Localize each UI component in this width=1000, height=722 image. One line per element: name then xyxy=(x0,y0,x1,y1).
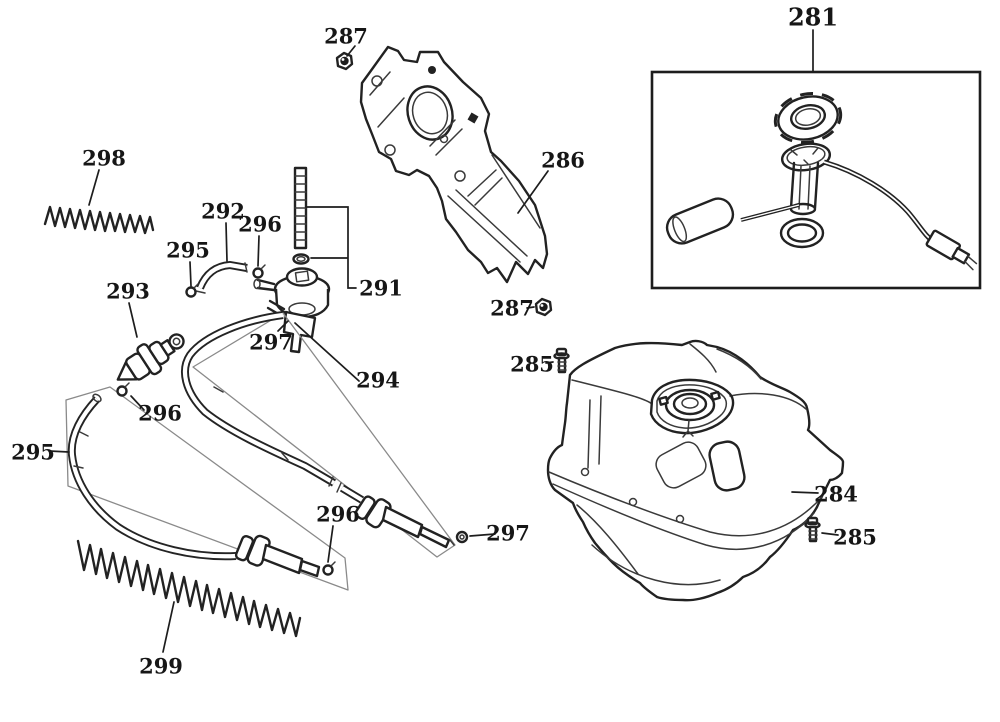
nut-top xyxy=(335,51,354,71)
bolt-right xyxy=(804,516,821,543)
sender-box xyxy=(650,70,982,290)
group-boundary-right xyxy=(192,312,456,558)
part-label-295-left: 295 xyxy=(11,440,55,465)
part-label-286: 286 xyxy=(541,148,585,173)
hose-left xyxy=(67,382,237,561)
part-label-297-valve: 297 xyxy=(249,330,293,355)
spring-large xyxy=(76,539,302,638)
fuel-sender-assembly xyxy=(665,92,978,271)
fuel-valve-assembly xyxy=(253,166,331,354)
part-label-296-bottom: 296 xyxy=(316,502,360,527)
nut-lower xyxy=(534,297,553,317)
part-label-285-left: 285 xyxy=(510,352,554,377)
elbow-hose xyxy=(185,260,266,298)
part-label-294: 294 xyxy=(356,368,400,393)
spring-small xyxy=(43,205,155,235)
part-label-292: 292 xyxy=(201,199,245,224)
part-label-296-mid: 296 xyxy=(138,401,182,426)
leader-lines xyxy=(48,29,839,653)
fuel-tank xyxy=(546,339,845,602)
part-label-281: 281 xyxy=(788,3,838,32)
group-boundary-left xyxy=(65,386,349,591)
part-label-284: 284 xyxy=(814,482,858,507)
part-label-287-top: 287 xyxy=(324,24,368,49)
part-label-298: 298 xyxy=(82,146,126,171)
part-label-291: 291 xyxy=(359,276,403,301)
part-label-293: 293 xyxy=(106,279,150,304)
part-label-296-upper: 296 xyxy=(238,212,282,237)
bolt-left xyxy=(553,347,570,374)
bracket-part xyxy=(359,45,549,284)
part-label-285-right: 285 xyxy=(833,525,877,550)
hose-from-valve xyxy=(181,311,469,549)
callout-bracket-291 xyxy=(305,206,357,289)
part-label-299: 299 xyxy=(139,654,183,679)
part-label-295-upper: 295 xyxy=(166,238,210,263)
part-label-287-lower: 287 xyxy=(490,296,534,321)
cone-valve-part xyxy=(116,333,185,381)
cable-end-bottom xyxy=(234,534,336,578)
part-label-297-bottom: 297 xyxy=(486,521,530,546)
